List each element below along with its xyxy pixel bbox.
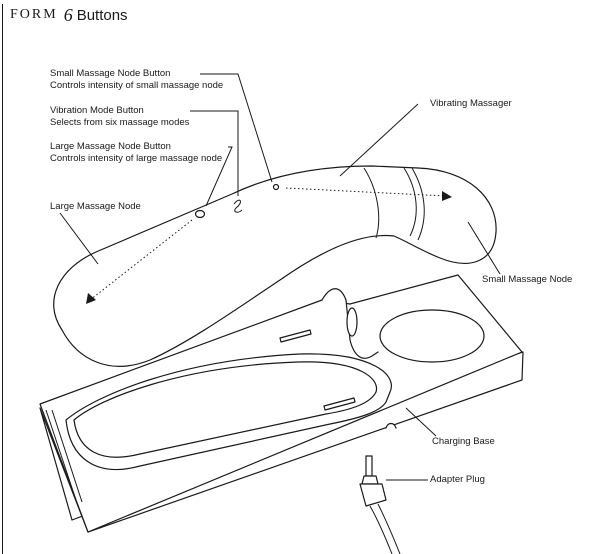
header-title: Buttons — [76, 6, 128, 24]
header-form-word: FORM — [10, 7, 58, 22]
plug-collar — [361, 475, 379, 485]
leader-large-node-button — [205, 146, 233, 207]
large-node-direction-line — [89, 219, 193, 301]
plug-body — [359, 483, 387, 507]
plug-cable-1 — [369, 505, 393, 554]
callout-small-node: Small Massage Node — [482, 274, 573, 285]
leader-small-node — [467, 221, 501, 275]
small-node-button-icon — [272, 183, 280, 191]
charging-base — [39, 274, 524, 533]
callout-small-node-button-title: Small Massage Node Button — [50, 68, 171, 79]
callout-adapter-plug: Adapter Plug — [430, 474, 485, 485]
callout-small-node-button: Small Massage Node Button Controls inten… — [50, 68, 223, 92]
massager-body — [53, 165, 497, 367]
base-latch — [385, 422, 397, 429]
callout-large-node-button-desc: Controls intensity of large massage node — [50, 153, 223, 164]
header-form-number: 6 — [63, 4, 73, 25]
base-notch — [321, 288, 379, 359]
base-side-edge — [45, 409, 77, 501]
vibration-mode-button-icon — [233, 199, 243, 213]
leader-large-node — [59, 212, 99, 265]
left-margin-rule — [2, 4, 3, 554]
callout-large-node-button-title: Large Massage Node Button — [50, 141, 171, 152]
callout-vibration-mode-button: Vibration Mode Button Selects from six m… — [50, 105, 189, 129]
large-node-button-icon — [194, 209, 206, 219]
base-cradle-inner — [73, 361, 378, 458]
leader-charging-base — [405, 407, 437, 437]
small-node-arrowhead — [442, 191, 452, 201]
callout-charging-base: Charging Base — [432, 436, 495, 447]
base-charge-post — [346, 307, 358, 337]
callout-vibration-mode-button-title: Vibration Mode Button — [50, 105, 144, 116]
callout-vibrating-massager: Vibrating Massager — [430, 98, 512, 109]
callout-small-node-button-desc: Controls intensity of small massage node — [50, 80, 224, 91]
callout-large-node: Large Massage Node — [50, 201, 141, 212]
large-node-arrowhead — [86, 293, 96, 304]
small-node-direction-line — [285, 187, 447, 197]
base-slot-upper — [279, 329, 312, 343]
plug-pin — [365, 455, 373, 477]
callout-large-node-button: Large Massage Node Button Controls inten… — [50, 141, 222, 165]
base-node-well — [379, 309, 485, 363]
leader-vibration-mode-button — [190, 110, 239, 196]
leader-vibrating-massager — [339, 103, 419, 177]
leader-lines — [59, 73, 501, 481]
base-side-inner-edge — [51, 409, 83, 503]
massager-band-1 — [363, 167, 380, 239]
plug-cable-2 — [377, 503, 401, 554]
leader-small-node-button — [200, 73, 273, 183]
vibrating-massager — [53, 165, 497, 367]
callout-vibration-mode-button-desc: Selects from six massage modes — [50, 117, 190, 128]
base-slot-lower — [323, 397, 356, 411]
massager-band-2 — [403, 167, 417, 237]
massager-band-3 — [411, 167, 425, 241]
adapter-plug — [359, 455, 401, 554]
page-header: FORM 6 Buttons — [0, 4, 128, 26]
